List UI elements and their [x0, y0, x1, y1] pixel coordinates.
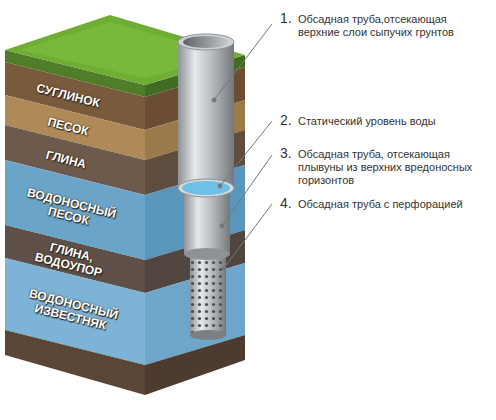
layer-name: ГЛИНА — [45, 149, 88, 172]
layer-name: ГЛИНА, ВОДОУПОР — [18, 234, 121, 283]
soil-layer: ВОДОНОСНЫЙ ИЗВЕСТНЯК — [15, 285, 128, 337]
soil-left-face — [5, 50, 145, 395]
layer-name: СУГЛИНОК — [35, 82, 101, 110]
callout-text: Статический уровень воды — [298, 115, 490, 128]
layer-name: ПЕСОК — [46, 116, 90, 139]
callout-number: 1. — [280, 11, 300, 26]
callout-text: Обсадная труба с перфорацией — [298, 198, 490, 211]
soil-layer: СУГЛИНОК — [35, 82, 101, 110]
casing-pipe — [178, 34, 234, 340]
soil-layer: ГЛИНА, ВОДОУПОР — [18, 234, 121, 283]
callout-text: Обсадная труба, отсекающая плывуны из ве… — [298, 148, 490, 187]
soil-layer: ГЛИНА — [45, 149, 88, 172]
callout-number: 2. — [280, 113, 300, 128]
callout-number: 4. — [280, 196, 300, 211]
soil-layer: ПЕСОК — [46, 116, 90, 139]
layer-name: ВОДОНОСНЫЙ ИЗВЕСТНЯК — [15, 285, 128, 337]
leader-lines — [212, 24, 272, 270]
soil-layer: ВОДОНОСНЫЙ ПЕСОК — [18, 185, 121, 234]
callout-number: 3. — [280, 146, 300, 161]
callout-text: Обсадная труба,отсекающая верхние слои с… — [298, 13, 490, 39]
layer-name: ВОДОНОСНЫЙ ПЕСОК — [18, 185, 121, 234]
